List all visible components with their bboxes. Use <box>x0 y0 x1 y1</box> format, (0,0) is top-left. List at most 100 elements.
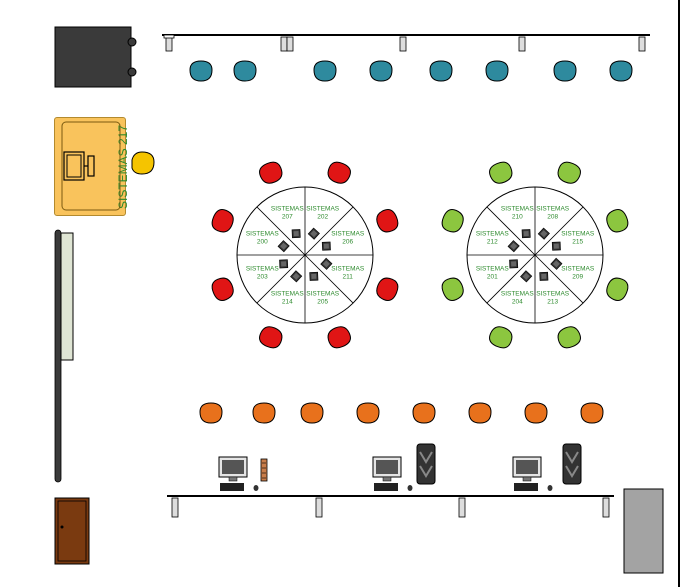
seat-label-number: 215 <box>572 238 583 245</box>
chair-icon <box>369 60 393 82</box>
seat-label-name: SISTEMAS <box>271 205 305 212</box>
seat-label-name: SISTEMAS <box>306 291 340 298</box>
desktop-computer-icon <box>537 227 550 240</box>
seat-label-name: SISTEMAS <box>246 230 280 237</box>
desktop-computer-icon <box>521 229 531 239</box>
door-icon <box>54 497 90 565</box>
chair-icon <box>327 161 351 184</box>
desktop-computer-icon <box>61 121 121 211</box>
seat-label-name: SISTEMAS <box>501 291 535 298</box>
seat-label-name: SISTEMAS <box>501 205 535 212</box>
pc-tower-icon <box>416 443 436 485</box>
seat-label-number: 208 <box>547 213 558 220</box>
chair-icon <box>313 60 337 82</box>
chair-icon <box>211 277 234 301</box>
chair-icon <box>211 209 234 233</box>
chair-icon <box>489 326 513 349</box>
chair-icon <box>356 402 380 424</box>
desktop-computer-icon <box>372 456 413 491</box>
seat-label-number: 213 <box>547 299 558 306</box>
desktop-computer-icon <box>539 271 549 281</box>
seat-label-number: 204 <box>512 299 523 306</box>
chair-icon <box>376 209 399 233</box>
seat-label-name: SISTEMAS <box>536 291 570 298</box>
seat-label-number: 214 <box>282 299 293 306</box>
ceiling-lamp-icon <box>638 36 646 52</box>
chair-icon <box>327 326 351 349</box>
chair-icon <box>259 161 283 184</box>
chair-icon <box>489 161 513 184</box>
chair-icon <box>606 209 629 233</box>
seat-label-number: 207 <box>282 213 293 220</box>
desktop-computer-icon <box>550 257 563 270</box>
seat-label-number: 206 <box>342 238 353 245</box>
desktop-computer-icon <box>309 271 319 281</box>
seat-label-name: SISTEMAS <box>306 205 340 212</box>
ceiling-lamp-icon <box>458 497 466 518</box>
desktop-computer-icon <box>520 270 533 283</box>
seat-label-name: SISTEMAS <box>271 291 305 298</box>
desktop-computer-icon <box>320 257 333 270</box>
top-lamp-rail <box>162 34 650 52</box>
ceiling-lamp-icon <box>171 497 179 518</box>
desktop-computer-icon <box>321 241 331 251</box>
ceiling-lamp-icon <box>280 36 294 52</box>
desktop-computer-icon <box>290 270 303 283</box>
desktop-computer-icon <box>512 456 553 491</box>
desktop-computer-icon <box>277 240 290 253</box>
chair-icon <box>441 209 464 233</box>
seat-label-number: 203 <box>257 274 268 281</box>
locker <box>623 488 664 574</box>
chair-icon <box>259 326 283 349</box>
chair-icon <box>524 402 548 424</box>
chair-icon <box>429 60 453 82</box>
ceiling-lamp-icon <box>602 497 610 518</box>
chair-icon <box>485 60 509 82</box>
seat-label-name: SISTEMAS <box>476 230 510 237</box>
desktop-computer-icon <box>291 229 301 239</box>
chair-icon <box>441 277 464 301</box>
seat-label-number: 212 <box>487 238 498 245</box>
desktop-computer-icon <box>279 259 289 269</box>
seat-label-name: SISTEMAS <box>536 205 570 212</box>
ceiling-lamp-icon <box>399 36 407 52</box>
chair-icon <box>300 402 324 424</box>
seat-label-number: 200 <box>257 238 268 245</box>
chair-icon <box>233 60 257 82</box>
chair-icon <box>553 60 577 82</box>
seat-label-name: SISTEMAS <box>331 230 365 237</box>
round-table: SISTEMAS210SISTEMAS208SISTEMAS215SISTEMA… <box>466 186 604 324</box>
chair-icon <box>557 326 581 349</box>
chair-icon <box>131 151 155 175</box>
desktop-computer-icon <box>507 240 520 253</box>
desktop-computer-icon <box>551 241 561 251</box>
bottom-lamp-rail <box>167 495 614 518</box>
chair-icon <box>412 402 436 424</box>
ceiling-lamp-icon <box>163 34 175 52</box>
seat-label-name: SISTEMAS <box>331 266 365 273</box>
seat-label-number: 205 <box>317 299 328 306</box>
speaker-icon <box>260 458 268 482</box>
wall-right <box>678 0 680 587</box>
seat-label-name: SISTEMAS <box>476 266 510 273</box>
desktop-computer-icon <box>218 456 259 491</box>
desktop-computer-icon <box>307 227 320 240</box>
seat-label-name: SISTEMAS <box>561 266 595 273</box>
desktop-computer-icon <box>509 259 519 269</box>
seat-label-name: SISTEMAS <box>246 266 280 273</box>
seat-label-name: SISTEMAS <box>561 230 595 237</box>
chair-icon <box>189 60 213 82</box>
chair-icon <box>376 277 399 301</box>
ceiling-lamp-icon <box>315 497 323 518</box>
chair-icon <box>609 60 633 82</box>
seat-label-number: 201 <box>487 274 498 281</box>
seat-label-number: 211 <box>343 274 354 281</box>
chair-icon <box>606 277 629 301</box>
pc-tower-icon <box>562 443 582 485</box>
seat-label-number: 209 <box>572 274 583 281</box>
cabinet-icon <box>54 26 137 88</box>
chair-icon <box>199 402 223 424</box>
chair-icon <box>468 402 492 424</box>
chair-icon <box>580 402 604 424</box>
